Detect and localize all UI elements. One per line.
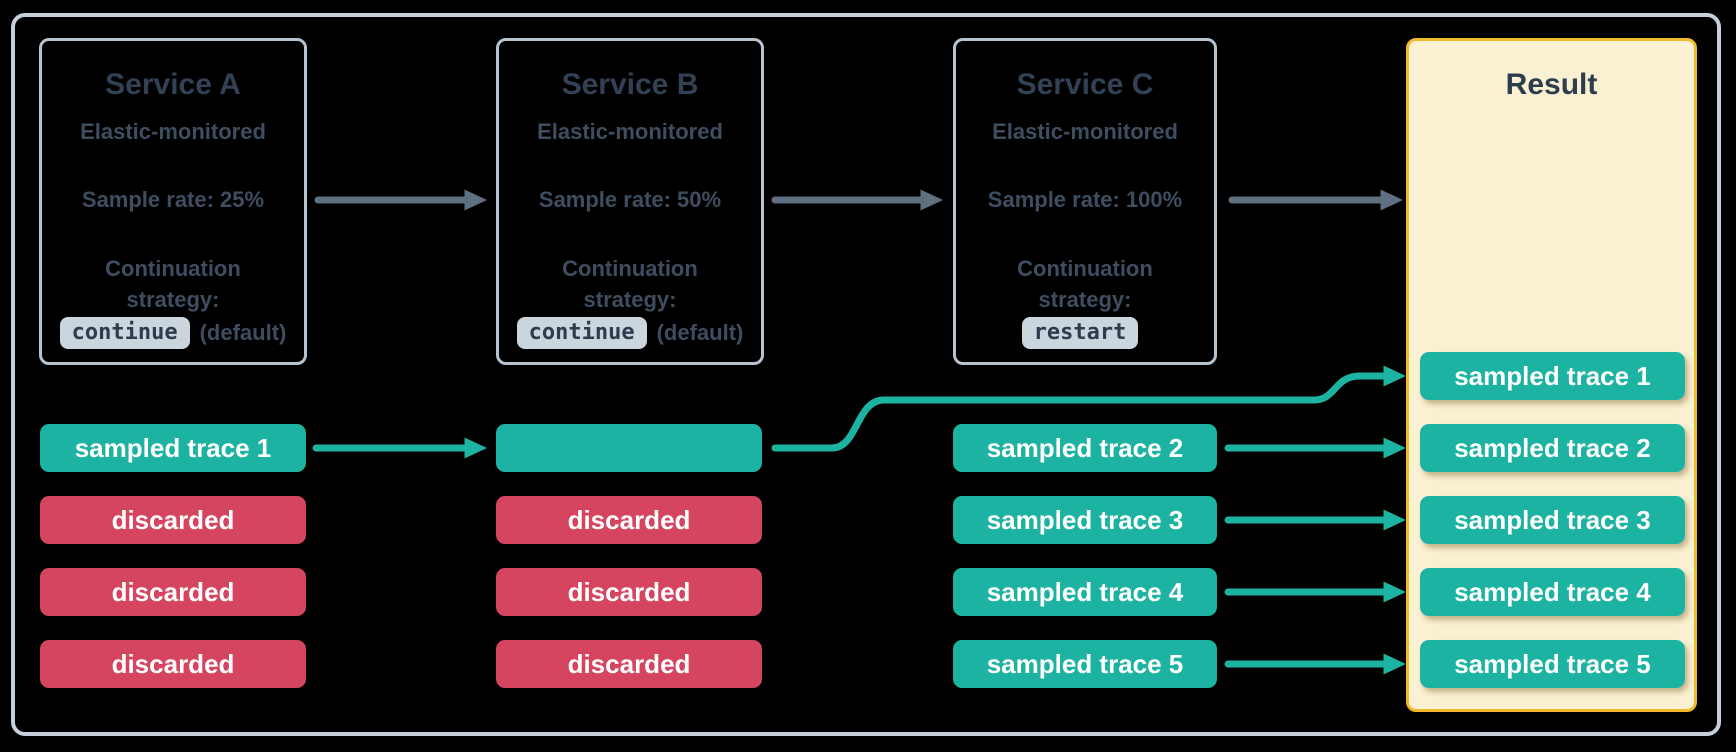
service-a-title: Service A: [105, 68, 241, 101]
result-title: Result: [1505, 68, 1598, 101]
service-box-c: Service C Elastic-monitored Sample rate:…: [953, 38, 1217, 365]
service-c-continuation-label: Continuation strategy:: [1017, 256, 1153, 312]
service-a-strategy-row: continue (default): [59, 316, 287, 350]
service-c-title: Service C: [1016, 68, 1154, 101]
pill-result-sampled-trace-3: sampled trace 3: [1420, 496, 1685, 544]
pill-col-c-sampled-trace-2: sampled trace 2: [953, 424, 1217, 472]
service-a-monitor-label: Elastic-monitored: [80, 119, 266, 144]
outer-frame: [11, 13, 1721, 736]
service-b-strategy-suffix: (default): [656, 320, 744, 345]
service-b-strategy-row: continue (default): [516, 316, 744, 350]
service-b-sample-rate: Sample rate: 50%: [538, 187, 722, 212]
service-c-sample-rate: Sample rate: 100%: [987, 187, 1183, 212]
pill-col-a-discarded-3: discarded: [40, 640, 306, 688]
pill-col-b-discarded-2: discarded: [496, 568, 762, 616]
service-c-strategy-chip: restart: [1021, 317, 1139, 349]
pill-col-a-discarded-1: discarded: [40, 496, 306, 544]
pill-col-c-sampled-trace-5: sampled trace 5: [953, 640, 1217, 688]
pill-col-b-sampled-trace-unlabeled: [496, 424, 762, 472]
service-box-b: Service B Elastic-monitored Sample rate:…: [496, 38, 764, 365]
service-b-continuation-label: Continuation strategy:: [562, 256, 698, 312]
service-a-strategy-suffix: (default): [199, 320, 287, 345]
pill-col-b-discarded-1: discarded: [496, 496, 762, 544]
pill-result-sampled-trace-5: sampled trace 5: [1420, 640, 1685, 688]
pill-col-a-sampled-trace-1: sampled trace 1: [40, 424, 306, 472]
service-box-a: Service A Elastic-monitored Sample rate:…: [39, 38, 307, 365]
pill-col-b-discarded-3: discarded: [496, 640, 762, 688]
service-a-continuation-label: Continuation strategy:: [105, 256, 241, 312]
pill-col-c-sampled-trace-3: sampled trace 3: [953, 496, 1217, 544]
pill-result-sampled-trace-4: sampled trace 4: [1420, 568, 1685, 616]
service-b-monitor-label: Elastic-monitored: [537, 119, 723, 144]
service-a-strategy-chip: continue: [59, 317, 190, 349]
pill-col-a-discarded-2: discarded: [40, 568, 306, 616]
service-a-sample-rate: Sample rate: 25%: [81, 187, 265, 212]
service-c-monitor-label: Elastic-monitored: [992, 119, 1178, 144]
pill-col-c-sampled-trace-4: sampled trace 4: [953, 568, 1217, 616]
service-c-strategy-row: restart: [1021, 316, 1149, 350]
pill-result-sampled-trace-1: sampled trace 1: [1420, 352, 1685, 400]
service-b-title: Service B: [561, 68, 699, 101]
service-b-strategy-chip: continue: [516, 317, 647, 349]
pill-result-sampled-trace-2: sampled trace 2: [1420, 424, 1685, 472]
